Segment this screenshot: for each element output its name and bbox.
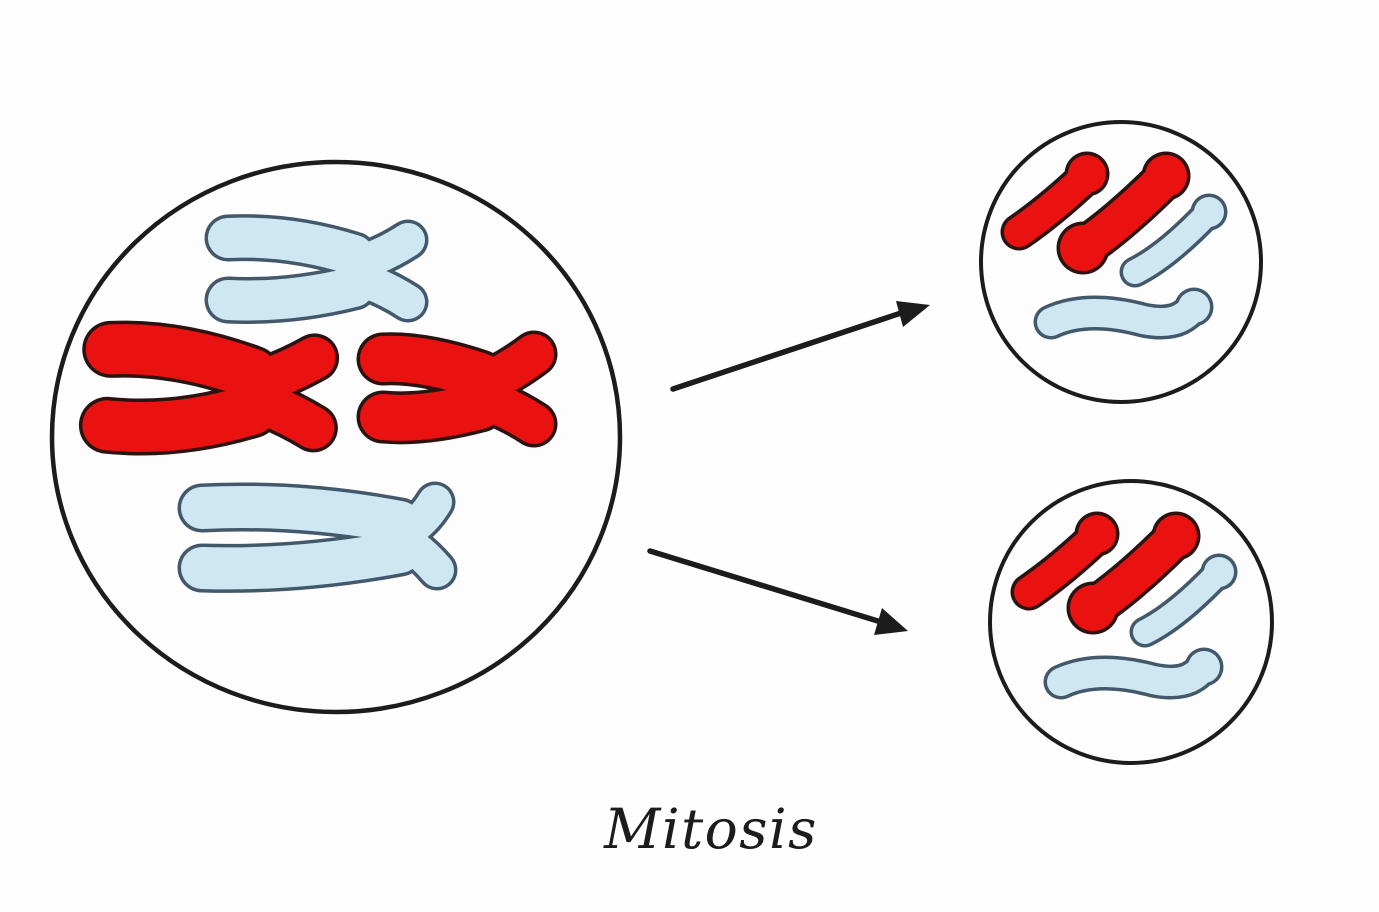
daughter-cell-top [979, 120, 1263, 404]
arrow-head-icon [874, 608, 908, 635]
chromosome-arm [181, 531, 421, 590]
daughter-cell-bottom-membrane [988, 479, 1274, 765]
chromosome-arm [396, 485, 452, 544]
chromosome-arm [474, 383, 554, 444]
daughter-cell-top-membrane [979, 120, 1263, 404]
chromosome-arm [351, 265, 425, 319]
chromosome-arm [82, 384, 277, 453]
parent-chromosome-blue-bottom [177, 481, 458, 593]
daughter-cell-bottom [988, 479, 1274, 765]
arrow-shaft [647, 548, 884, 625]
chromosome-arm [351, 223, 425, 277]
chromosome-arm [181, 485, 421, 543]
arrow-to-top-daughter-cell [670, 301, 930, 392]
chromosome-arm [360, 335, 503, 399]
diagram-caption: Mitosis [603, 797, 818, 861]
parent-chromosome-blue-top [204, 214, 429, 324]
chromosome-arm [247, 336, 336, 401]
chromosome-arm [208, 217, 374, 275]
arrow-to-bottom-daughter-cell [647, 548, 908, 635]
chromosome-arm [474, 334, 554, 399]
chromosome-arm [360, 383, 503, 441]
parent-chromosome-red-large [78, 320, 340, 456]
chromosome-arm [85, 324, 278, 399]
chromosome-arm [396, 530, 454, 587]
arrow-head-icon [896, 301, 930, 327]
parent-chromosome-red-right [356, 330, 558, 448]
chromosome-arm [208, 267, 374, 321]
arrow-shaft [670, 309, 907, 392]
chromosome-arm [246, 384, 335, 449]
